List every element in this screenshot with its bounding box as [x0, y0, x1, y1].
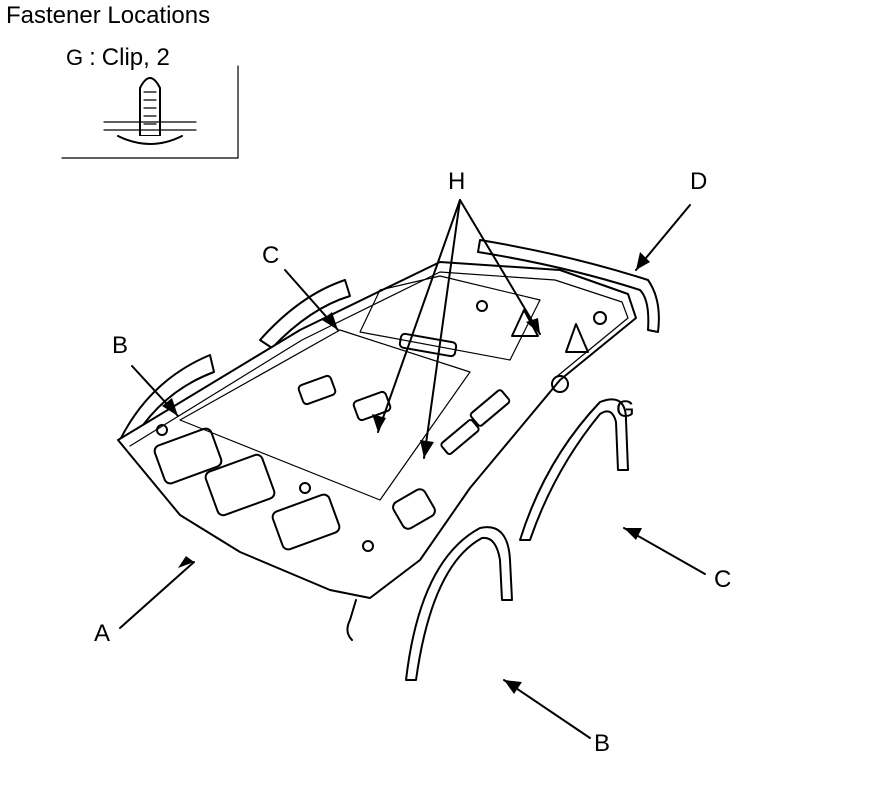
- legend-separator: :: [89, 44, 96, 71]
- label-b-top: B: [112, 332, 129, 359]
- label-c-right: C: [714, 566, 732, 593]
- body-frame-outline: [119, 239, 660, 681]
- label-g: G: [616, 396, 635, 423]
- clip-fastener-icon: [61, 65, 239, 159]
- legend-text: Clip, 2: [101, 44, 170, 71]
- label-c-top: C: [262, 242, 280, 269]
- label-h: H: [448, 168, 466, 195]
- clip-legend: G : Clip, 2: [66, 44, 170, 72]
- clip-symbol: G: [66, 45, 84, 70]
- diagram-title: Fastener Locations: [6, 2, 211, 29]
- leader-arrowheads: [162, 252, 650, 694]
- mark-triangle-2: [565, 323, 589, 353]
- label-a: A: [94, 620, 111, 647]
- label-b-bottom: B: [594, 730, 611, 757]
- headliner-panel: [117, 261, 637, 641]
- label-d: D: [690, 168, 708, 195]
